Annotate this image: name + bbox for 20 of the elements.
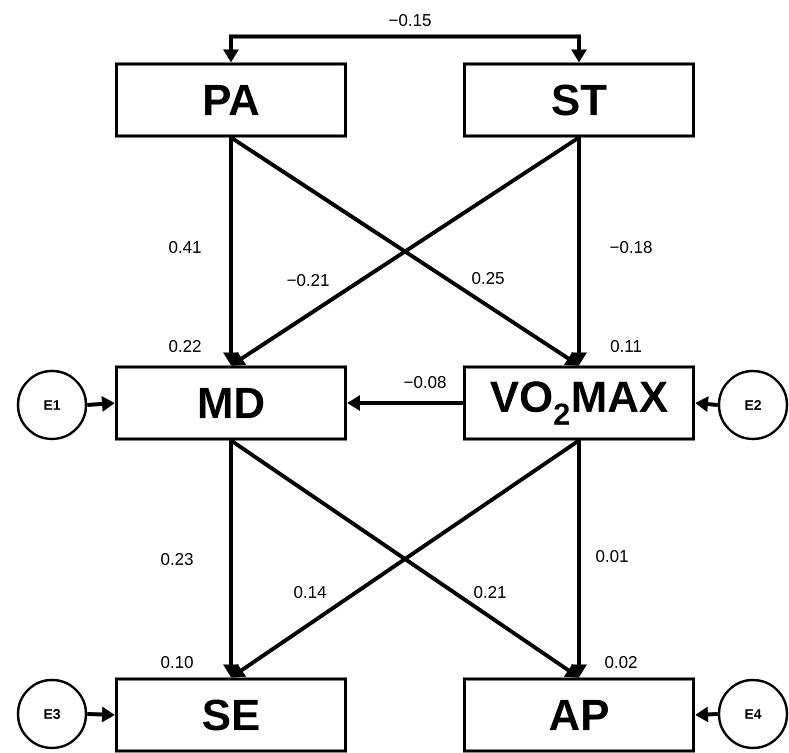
variance-label: 0.10 [161, 656, 193, 668]
edge-label: 0.25 [470, 271, 506, 285]
variance-label: 0.11 [610, 340, 642, 352]
variance-label: 0.22 [169, 340, 201, 352]
edge-label: 0.23 [160, 552, 194, 566]
edge-label: 0.01 [594, 549, 630, 563]
variable-box: AP [463, 678, 695, 752]
edge-label: 0.41 [168, 240, 202, 254]
edge-label: −0.08 [402, 375, 448, 389]
variance-label: 0.02 [605, 656, 637, 668]
edge-label: −0.21 [286, 273, 330, 287]
variable-box: SE [115, 678, 347, 752]
variable-box: ST [463, 62, 695, 138]
variable-box: PA [115, 62, 347, 138]
edge-label: −0.18 [608, 240, 654, 254]
edge-label: 0.21 [472, 585, 508, 599]
edge-label: 0.14 [292, 585, 328, 599]
edge-label: −0.15 [388, 13, 432, 27]
variable-box: MD [115, 366, 347, 440]
variable-box: VO$_{2}$MAX [463, 366, 695, 440]
